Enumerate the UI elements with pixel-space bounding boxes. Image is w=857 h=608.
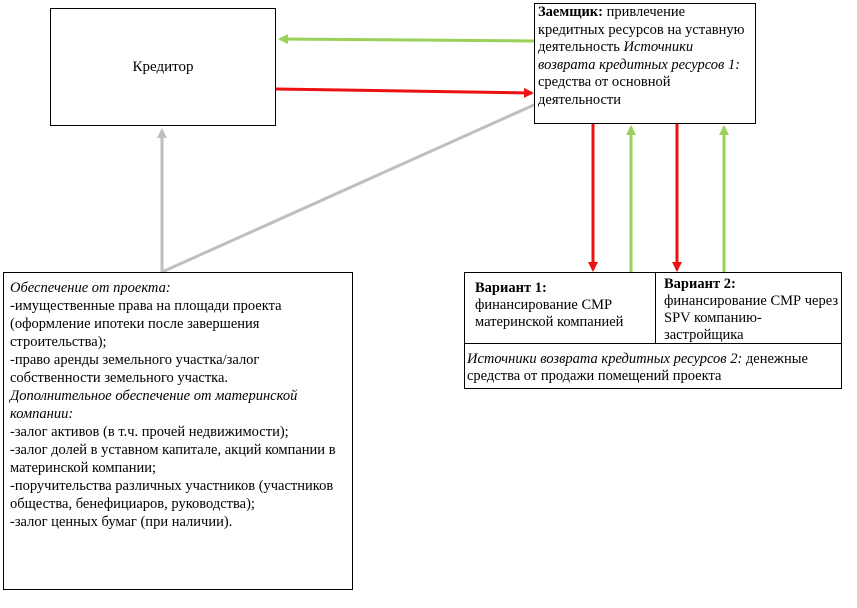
collateral-project-heading: Обеспечение от проекта: xyxy=(10,280,171,296)
variant2-description: финансирование СМР через SPV компанию-за… xyxy=(664,293,839,343)
collateral-box: Обеспечение от проекта: -имущественные п… xyxy=(3,272,353,590)
collateral-parent-item: -залог активов (в т.ч. прочей недвижимос… xyxy=(10,424,289,440)
collateral-project-item: -право аренды земельного участка/залог с… xyxy=(10,352,260,386)
collateral-project-item: -имущественные права на площади проекта … xyxy=(10,298,282,350)
repayment2-box: Источники возврата кредитных ресурсов 2:… xyxy=(464,343,842,389)
arrow-creditor-to-borrower xyxy=(275,87,534,98)
borrower-box: Заемщик: привлечение кредитных ресурсов … xyxy=(534,3,756,124)
collateral-parent-item: -поручительства различных участников (уч… xyxy=(10,478,334,512)
arrow-borrower-to-creditor xyxy=(278,34,535,45)
repayment2-label: Источники возврата кредитных ресурсов 2: xyxy=(467,351,743,367)
variant1-box: Вариант 1: финансирование СМР материнско… xyxy=(464,272,656,344)
variant2-title: Вариант 2: xyxy=(664,276,736,292)
collateral-parent-item: -залог ценных бумаг (при наличии). xyxy=(10,514,233,530)
borrower-purpose: привлечение кредитных ресурсов на уставн… xyxy=(538,4,745,55)
collateral-parent-heading: Дополнительное обеспечение от материнско… xyxy=(10,388,298,422)
collateral-parent-item: -залог долей в уставном капитале, акций … xyxy=(10,442,336,476)
creditor-box: Кредитор xyxy=(50,8,276,126)
variant1-title: Вариант 1: xyxy=(475,280,547,296)
creditor-label: Кредитор xyxy=(132,58,194,75)
line-collateral-to-borrower xyxy=(161,102,537,274)
variant1-description: финансирование СМР материнской компанией xyxy=(475,297,624,330)
borrower-repayment-value: средства от основной деятельности xyxy=(538,74,671,108)
repayment2-value: денежные средства от продажи помещений п… xyxy=(467,351,808,384)
borrower-title: Заемщик: xyxy=(538,4,603,20)
borrower-repayment-label: Источники возврата кредитных ресурсов 1: xyxy=(538,39,741,73)
variant2-box: Вариант 2: финансирование СМР через SPV … xyxy=(655,272,842,344)
